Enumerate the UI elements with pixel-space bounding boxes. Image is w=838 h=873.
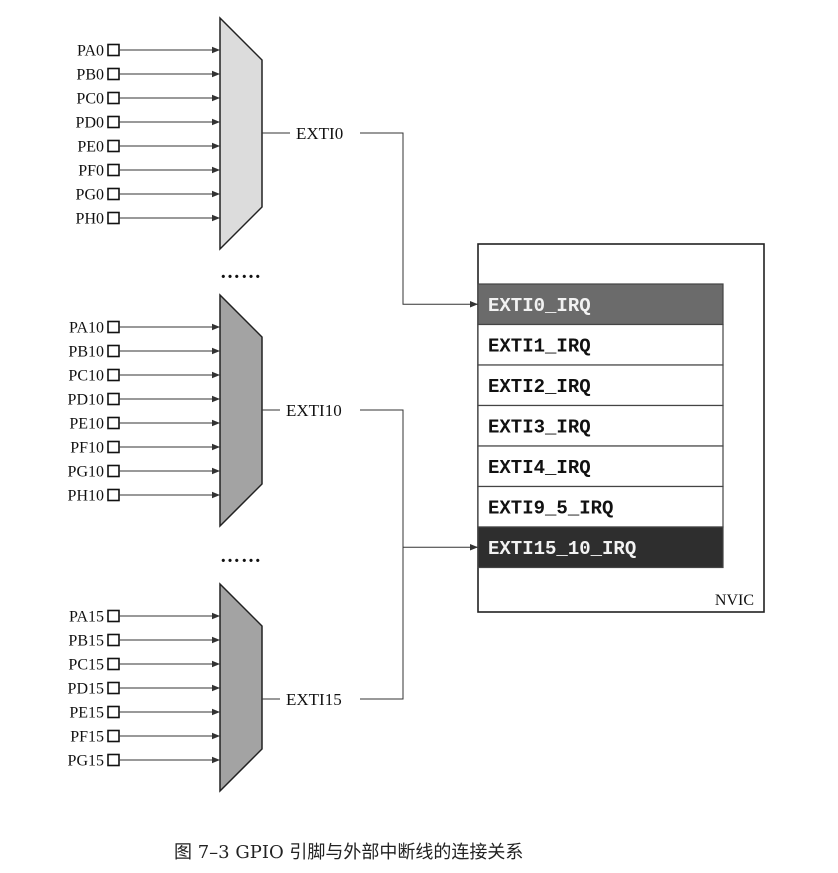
- exti-line-label: EXTI10: [286, 401, 342, 420]
- pin-label: PB15: [68, 633, 104, 650]
- pin-label: PE10: [69, 416, 104, 433]
- pin-square: [107, 43, 120, 57]
- pin-square: [107, 115, 120, 129]
- pin-label: PB10: [68, 344, 104, 361]
- exti-line-label: EXTI15: [286, 690, 342, 709]
- pin-label: PB0: [76, 67, 104, 84]
- irq-row: [477, 404, 724, 447]
- pin-square: [107, 163, 120, 177]
- exti-line-label: EXTI0: [296, 124, 343, 143]
- pin-label: PD10: [68, 392, 104, 409]
- pin-square: [107, 392, 120, 406]
- pin-square: [107, 320, 120, 334]
- pin-square: [107, 139, 120, 153]
- mux-block: [219, 16, 263, 251]
- pin-label: PH10: [68, 488, 104, 505]
- irq-row: [477, 526, 724, 569]
- pin-label: PC0: [76, 91, 104, 108]
- nvic-label: NVIC: [715, 592, 754, 609]
- pin-label: PC10: [68, 368, 104, 385]
- pin-label: PD0: [76, 115, 104, 132]
- pin-square: [107, 368, 120, 382]
- ellipsis-2: ……: [220, 545, 262, 567]
- pin-square: [107, 753, 120, 767]
- pin-square: [107, 464, 120, 478]
- route-exti0: [360, 132, 478, 308]
- mux-block: [219, 293, 263, 528]
- pin-square: [107, 344, 120, 358]
- pin-label: PF15: [70, 729, 104, 746]
- pin-square: [107, 67, 120, 81]
- irq-label: EXTI9_5_IRQ: [488, 498, 613, 520]
- route-exti10-15: [360, 409, 404, 700]
- irq-label: EXTI1_IRQ: [488, 336, 591, 358]
- pin-label: PA0: [77, 43, 104, 60]
- pin-label: PA15: [69, 609, 104, 626]
- figure-caption: 图 7–3 GPIO 引脚与外部中断线的连接关系: [174, 842, 523, 863]
- pin-label: PG15: [68, 753, 104, 770]
- irq-row: [477, 445, 724, 488]
- pin-square: [107, 440, 120, 454]
- pin-label: PH0: [76, 211, 104, 228]
- pin-square: [107, 91, 120, 105]
- pin-square: [107, 211, 120, 225]
- pin-label: PF0: [78, 163, 104, 180]
- pin-label: PA10: [69, 320, 104, 337]
- pin-square: [107, 633, 120, 647]
- pin-square: [107, 609, 120, 623]
- pin-square: [107, 488, 120, 502]
- pin-square: [107, 416, 120, 430]
- irq-label: EXTI3_IRQ: [488, 417, 591, 439]
- pin-label: PE15: [69, 705, 104, 722]
- pin-square: [107, 705, 120, 719]
- pin-label: PC15: [68, 657, 104, 674]
- pin-label: PD15: [68, 681, 104, 698]
- irq-label: EXTI0_IRQ: [488, 295, 591, 317]
- mux-block: [219, 582, 263, 793]
- nvic-block: NVIC EXTI0_IRQ EXTI1_IRQ EXTI2_IRQ EXTI3_IRQ…: [477, 243, 765, 613]
- irq-label: EXTI2_IRQ: [488, 376, 591, 398]
- pin-square: [107, 729, 120, 743]
- ellipsis-1: ……: [220, 261, 262, 283]
- pin-label: PG0: [76, 187, 104, 204]
- irq-label: EXTI4_IRQ: [488, 457, 591, 479]
- pin-label: PG10: [68, 464, 104, 481]
- pin-label: PE0: [77, 139, 104, 156]
- pin-square: [107, 187, 120, 201]
- irq-label: EXTI15_10_IRQ: [488, 538, 636, 560]
- pin-label: PF10: [70, 440, 104, 457]
- pin-square: [107, 657, 120, 671]
- pin-square: [107, 681, 120, 695]
- routing-lines: [360, 132, 478, 700]
- irq-row: [477, 364, 724, 407]
